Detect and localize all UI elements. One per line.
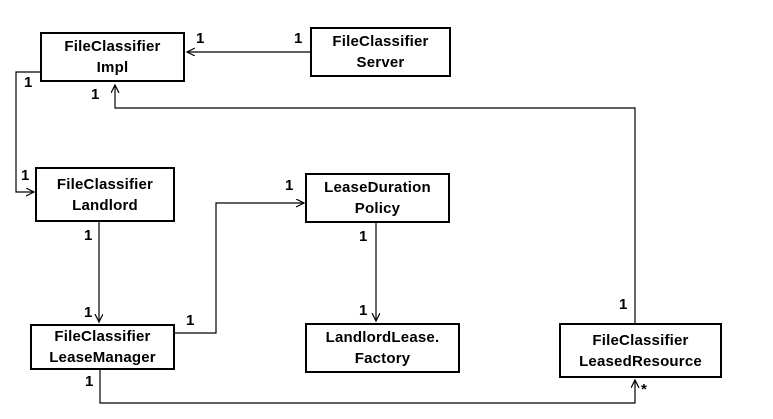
multiplicity-label: 1 [294, 30, 303, 47]
multiplicity-label: 1 [359, 302, 368, 319]
multiplicity-label: 1 [85, 373, 94, 390]
class-name-line: FileClassifier [56, 175, 154, 193]
class-name-line: FileClassifier [64, 38, 161, 55]
class-name-line: LeaseManager [49, 349, 156, 366]
class-box-fileclassifier-leasedresource: FileClassifier LeasedResource [559, 323, 722, 378]
class-name-line: Impl [96, 59, 129, 76]
class-name-line: LandlordLease. [325, 329, 440, 346]
class-name-line: Factory [354, 350, 411, 367]
multiplicity-label: 1 [21, 167, 30, 184]
multiplicity-label: 1 [196, 30, 205, 47]
class-box-leaseduration-policy: LeaseDuration Policy [305, 173, 450, 223]
class-name-line: Server [356, 54, 405, 71]
class-name-line: FileClassifier [332, 33, 429, 50]
class-name-line: FileClassifier [54, 328, 151, 345]
multiplicity-label: * [641, 381, 647, 398]
class-name-line: FileClassifier [592, 331, 689, 349]
class-name-line: LeasedResource [579, 352, 702, 370]
class-box-fileclassifier-landlord: FileClassifier Landlord [35, 167, 175, 222]
class-name-line: LeaseDuration [324, 179, 431, 196]
association-impl-to-landlord-line [15, 71, 40, 192]
multiplicity-label: 1 [186, 312, 195, 329]
class-box-fileclassifier-leasemanager: FileClassifier LeaseManager [30, 324, 175, 370]
multiplicity-label: 1 [84, 227, 93, 244]
association-leasedresource-to-impl-line [115, 85, 636, 323]
multiplicity-label: 1 [91, 86, 100, 103]
multiplicity-label: 1 [24, 74, 33, 91]
multiplicity-label: 1 [619, 296, 628, 313]
association-leasemanager-to-policy-line [175, 203, 304, 334]
class-name-line: Landlord [72, 196, 138, 214]
class-name-line: Policy [354, 200, 401, 217]
class-box-fileclassifier-impl: FileClassifier Impl [40, 32, 185, 82]
multiplicity-label: 1 [359, 228, 368, 245]
class-box-landlordlease-factory: LandlordLease. Factory [305, 323, 460, 373]
multiplicity-label: 1 [285, 177, 294, 194]
association-leasemanager-to-leasedresource-line [99, 370, 635, 404]
multiplicity-label: 1 [84, 304, 93, 321]
class-box-fileclassifier-server: FileClassifier Server [310, 27, 451, 77]
